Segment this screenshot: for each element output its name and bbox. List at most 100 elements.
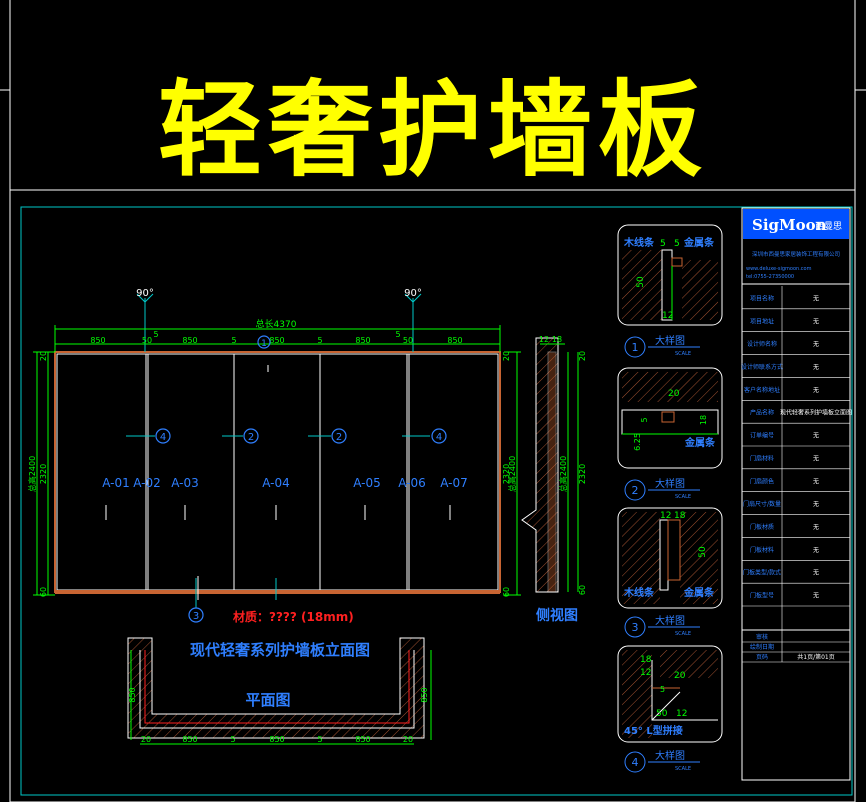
title-block-label: 门板类型/款式 [743, 569, 781, 577]
detail-1-label: 木线条 [623, 236, 655, 249]
angle-label-left: 90° [136, 288, 154, 299]
right-total-dim: 总高2400 [507, 456, 517, 492]
title-block-label: 门扇尺寸/数量 [743, 500, 781, 508]
detail-1-label: 12 [662, 311, 673, 321]
detail-3-label: 50 [698, 546, 708, 558]
side-top-dim: 18 [552, 335, 562, 344]
detail-2: 20 5 18 6.25 金属条 2 大样图 SCALE [617, 367, 723, 501]
company-logo-cn: 西曼思 [815, 221, 842, 232]
detail-2-label: 金属条 [684, 436, 716, 449]
top-mark: 5 [395, 330, 400, 339]
detail-4: 18 12 20 5 50 12 45° L型拼接 4 大样图 SCALE [617, 645, 723, 773]
detail-2-title: 大样图 [655, 477, 685, 490]
detail-2-number: 2 [632, 484, 639, 497]
title-block-label: 项目名称 [750, 294, 774, 302]
title-block-label: 门扇材料 [750, 454, 774, 462]
plan-bottom-dim: 850 [355, 735, 370, 744]
callout-number: 4 [160, 432, 166, 443]
detail-4-label: 20 [674, 671, 686, 681]
top-dim: 850 [90, 336, 105, 345]
title-block-value: 无 [813, 524, 819, 531]
title-block: SigMoon 西曼思 深圳市西曼思家居装饰工程有限公司 www.deluxe-… [741, 207, 852, 781]
right-dim: 60 [502, 587, 511, 597]
plan-side-dim: 850 [420, 687, 429, 702]
title-block-label: 客户名称地址 [744, 386, 780, 394]
title-block-value: 无 [813, 501, 819, 508]
banner-title: 轻奢护墙板 [158, 69, 708, 191]
detail-3: 12 18 50 木线条 金属条 3 大样图 SCALE [617, 507, 723, 638]
top-dim: 50 [142, 336, 152, 345]
title-block-footer-label: 绘制日期 [750, 643, 774, 651]
detail-4-label: 45° L型拼接 [624, 724, 683, 737]
detail-1-scale: SCALE [675, 351, 691, 357]
title-block-value: 无 [813, 364, 819, 371]
title-block-value: 无 [813, 433, 819, 440]
right-dim: 20 [502, 351, 511, 361]
title-block-value: 无 [813, 318, 819, 325]
detail-2-label: 5 [640, 417, 649, 422]
plan-bottom-dim: 20 [141, 735, 151, 744]
panel-label: A-02 [133, 476, 161, 490]
elevation-drawing: 90° 90° 总长4370 850 50 850 5 850 5 850 50… [27, 288, 521, 659]
detail-4-label: 12 [676, 709, 687, 719]
title-block-value: 无 [813, 570, 819, 577]
title-block-value: 现代轻奢系列护墙板立面图 [780, 409, 852, 417]
side-dim: 60 [578, 585, 587, 595]
plan-bottom-dim: 850 [182, 735, 197, 744]
panel-label: A-06 [398, 476, 426, 490]
title-block-value: 无 [813, 387, 819, 394]
title-block-footer-value: 共1页/第01页 [797, 653, 834, 661]
side-view-caption: 侧视图 [536, 607, 578, 624]
title-block-label: 项目地址 [750, 317, 774, 325]
panel-label: A-04 [262, 476, 290, 490]
title-block-label: 订单编号 [750, 432, 774, 440]
title-block-label: 设计师名称 [747, 340, 777, 348]
plan-bottom-dim: 5 [230, 735, 235, 744]
detail-3-label: 木线条 [623, 586, 655, 599]
company-website: www.deluxe-sigmoon.com [746, 266, 812, 272]
detail-4-label: 18 [640, 655, 652, 665]
elevation-caption: 现代轻奢系列护墙板立面图 [190, 641, 370, 659]
detail-3-label: 12 [660, 511, 671, 521]
side-dim: 20 [578, 351, 587, 361]
plan-bottom-dim: 5 [317, 735, 322, 744]
detail-4-label: 12 [640, 668, 651, 678]
company-phone: tel:0755-27350000 [746, 274, 794, 280]
detail-1-label: 金属条 [683, 236, 715, 249]
detail-2-label: 6.25 [633, 433, 642, 451]
panel-label: A-01 [102, 476, 130, 490]
title-block-value: 无 [813, 593, 819, 600]
detail-3-number: 3 [632, 621, 639, 634]
top-dim-labels: 850 50 850 5 850 5 850 50 850 5 5 [90, 330, 462, 345]
angle-label-right: 90° [404, 288, 422, 299]
callout-number: 2 [248, 432, 254, 443]
callout-number: 4 [436, 432, 442, 443]
title-block-footer-label: 页码 [756, 653, 768, 661]
detail-3-scale: SCALE [675, 631, 691, 637]
plan-bottom-dim: 20 [403, 735, 413, 744]
callout-number: 3 [193, 611, 199, 622]
detail-1-label: 5 [674, 239, 680, 249]
top-dim: 5 [317, 336, 322, 345]
top-dim: 850 [182, 336, 197, 345]
plan-side-dim: 850 [128, 687, 137, 702]
detail-1-title: 大样图 [655, 334, 685, 347]
company-logo: SigMoon [752, 216, 827, 234]
top-dim: 850 [355, 336, 370, 345]
side-dim: 2320 [578, 464, 587, 484]
left-dim: 20 [39, 351, 48, 361]
callout-number: 1 [261, 339, 267, 349]
top-dim: 850 [269, 336, 284, 345]
left-dim: 2320 [39, 464, 48, 484]
side-view-drawing: 12 18 总高2400 20 2320 60 侧视图 [521, 335, 587, 624]
plan-bottom-dim: 850 [269, 735, 284, 744]
right-dim: 2320 [502, 464, 511, 484]
material-label: 材质：???? (18mm) [232, 609, 354, 624]
title-block-label: 设计师联系方式 [741, 363, 783, 371]
top-dim: 50 [403, 336, 413, 345]
title-block-value: 无 [813, 478, 819, 485]
title-block-label: 产品名称 [750, 409, 774, 417]
